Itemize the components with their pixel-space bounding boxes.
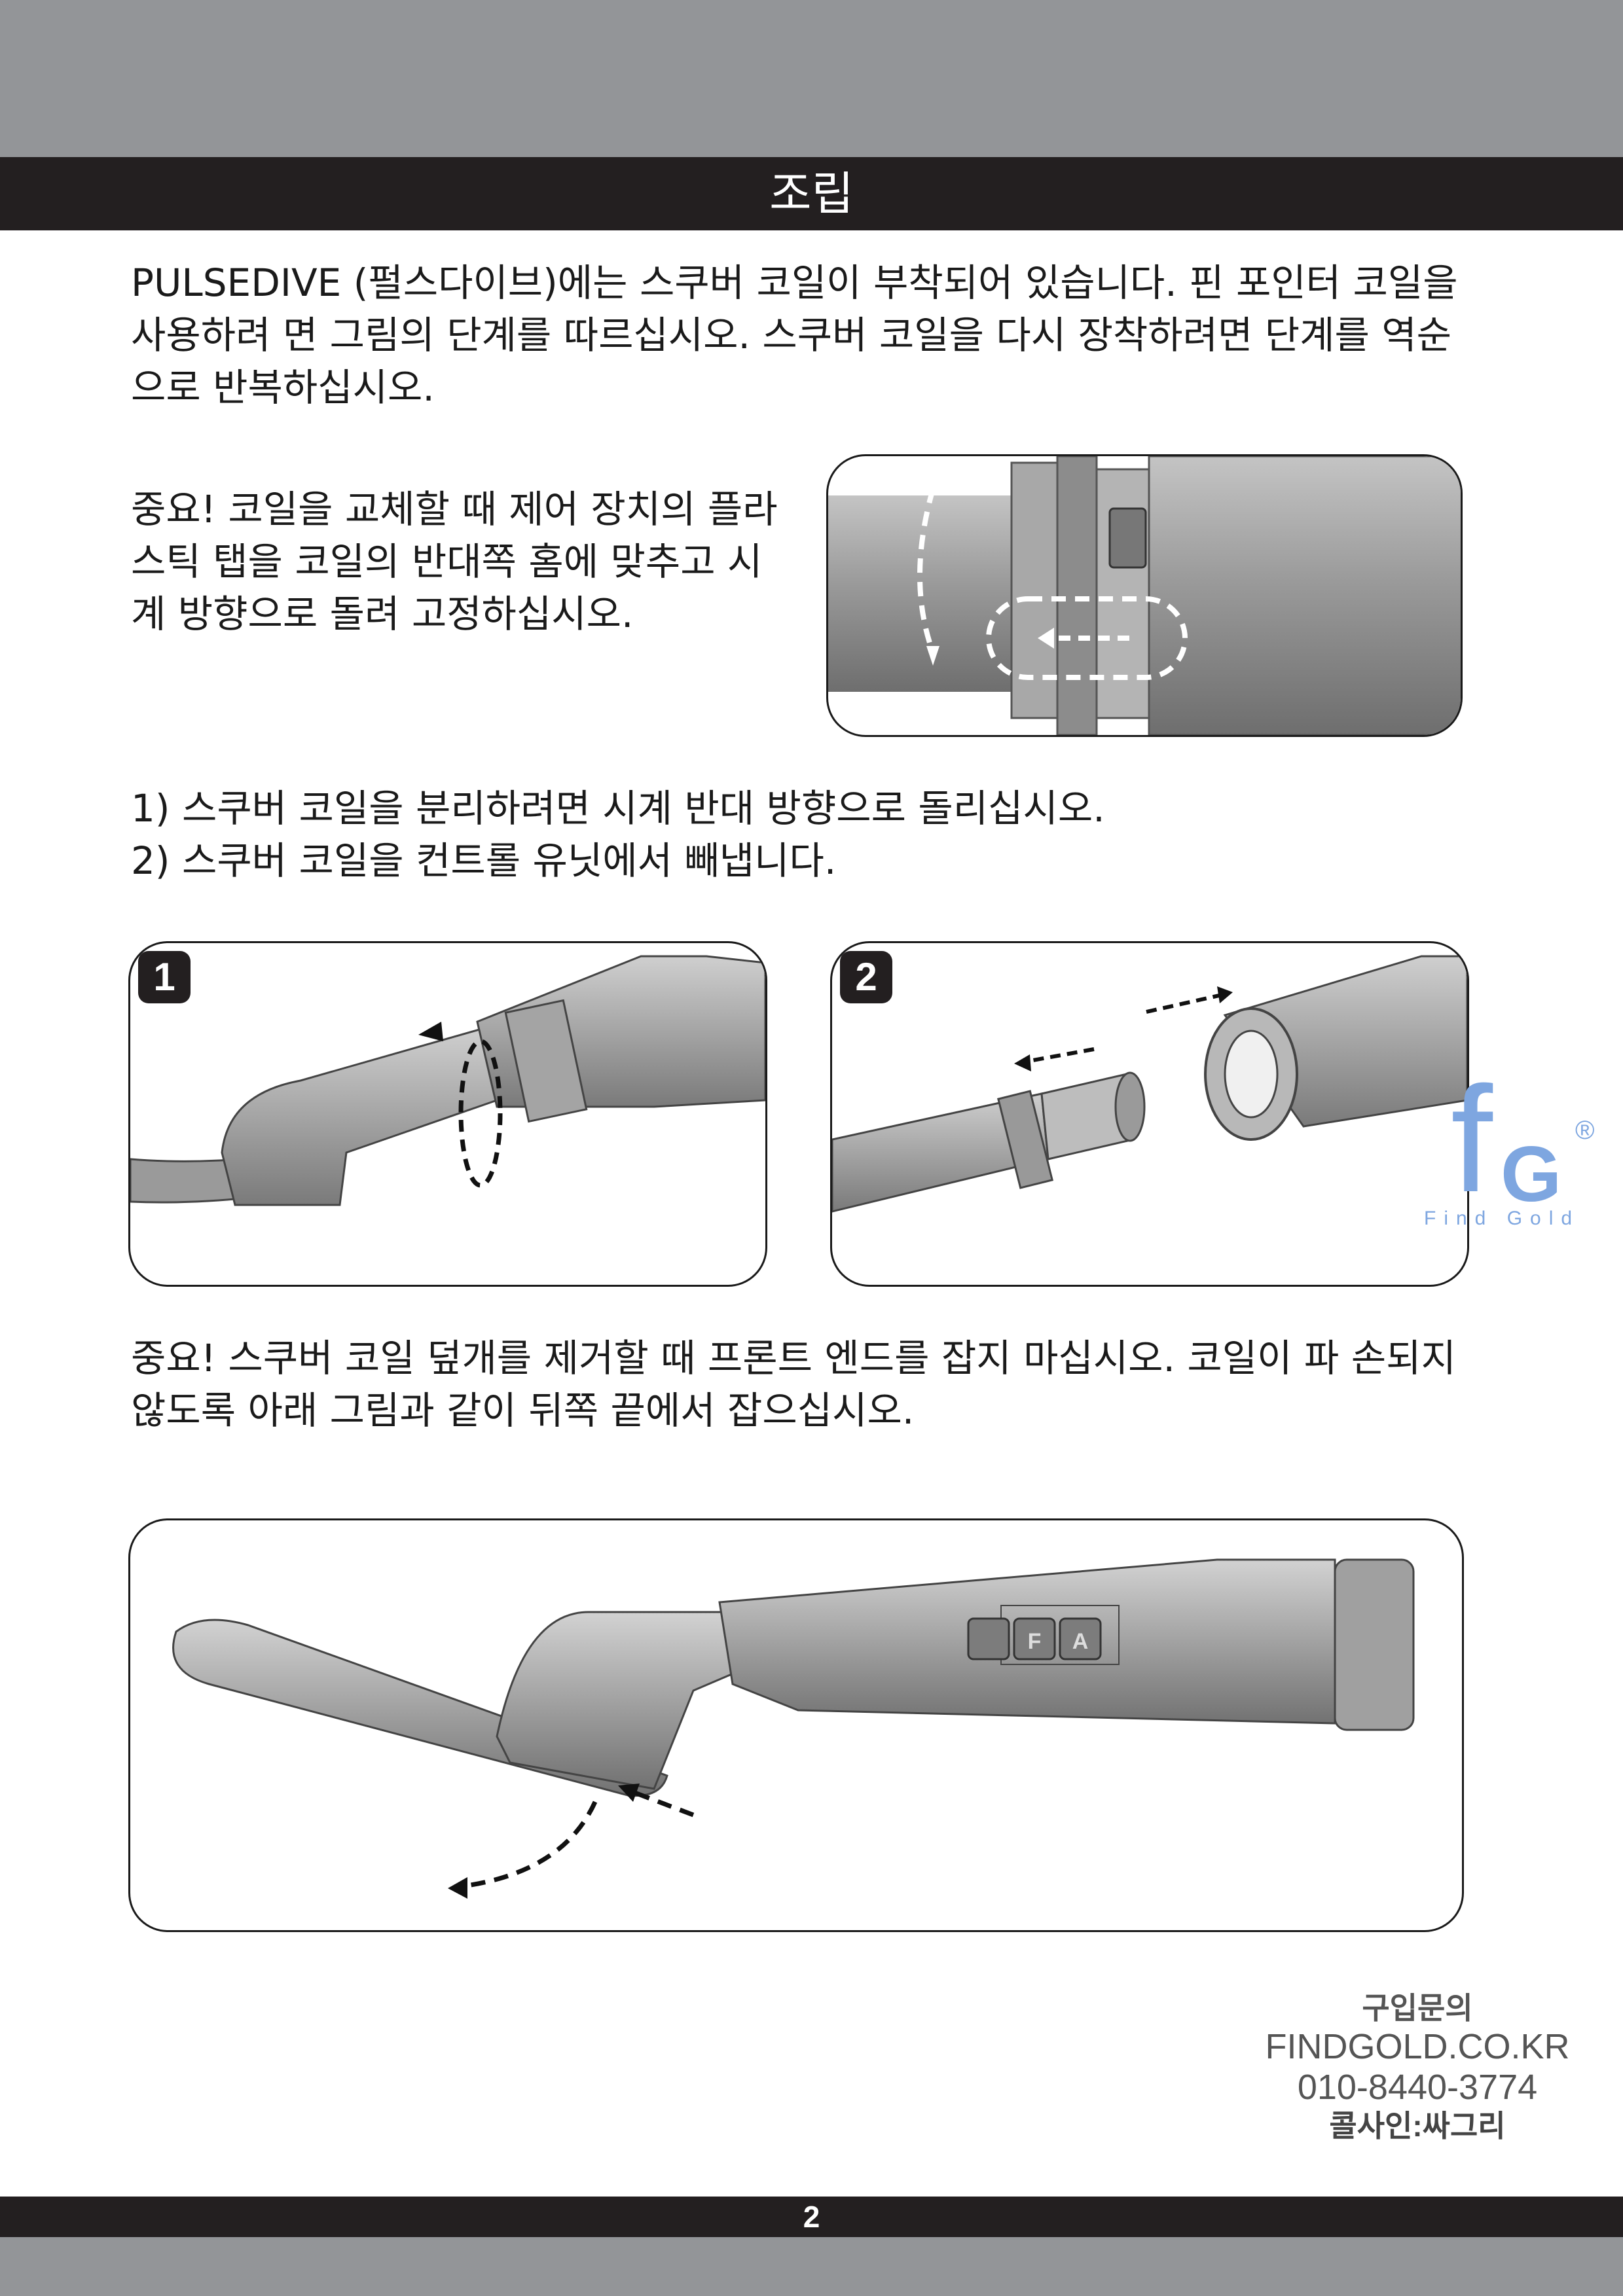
button-f-label: F <box>1028 1629 1042 1654</box>
page-title: 조립 <box>0 157 1623 230</box>
contact-info: 구입문의 FINDGOLD.CO.KR 010-8440-3774 콜사인:싸그… <box>1247 1990 1588 2144</box>
contact-website: FINDGOLD.CO.KR <box>1265 2027 1570 2066</box>
registered-mark: ® <box>1575 1116 1594 1145</box>
page-number: 2 <box>0 2197 1623 2237</box>
logo-letter-g: G <box>1501 1130 1561 1218</box>
find-gold-logo: f G ® <box>1438 1055 1608 1230</box>
illustration-step-2: 2 <box>830 941 1469 1287</box>
logo-caption: Find Gold <box>1424 1208 1580 1229</box>
step-1-text: 1) 스쿠버 코일을 분리하려면 시계 반대 방향으로 돌리십시오. <box>131 786 1105 831</box>
button-a-label: A <box>1072 1629 1089 1654</box>
illustration-tab-alignment <box>826 454 1463 737</box>
footer-gray-band <box>0 2237 1623 2296</box>
header-gray-band <box>0 0 1623 157</box>
contact-phone: 010-8440-3774 <box>1297 2068 1538 2107</box>
logo-letter-f: f <box>1451 1067 1493 1223</box>
illustration-step-1: 1 <box>128 941 767 1287</box>
contact-heading: 구입문의 <box>1362 1991 1473 2025</box>
contact-callsign: 콜사인:싸그리 <box>1329 2109 1506 2143</box>
step-2-badge: 2 <box>840 951 892 1003</box>
intro-paragraph: PULSEDIVE (펄스다이브)에는 스쿠버 코일이 부착되어 있습니다. 핀… <box>131 260 1458 410</box>
steps-list: 1) 스쿠버 코일을 분리하려면 시계 반대 방향으로 돌리십시오. 2) 스쿠… <box>131 782 1440 887</box>
illustration-hold-rear-end: F A <box>128 1518 1464 1932</box>
step-2-text: 2) 스쿠버 코일을 컨트롤 유닛에서 빼냅니다. <box>131 838 837 883</box>
important-notice-cover-removal: 중요! 스쿠버 코일 덮개를 제거할 때 프론트 엔드를 잡지 마십시오. 코일… <box>131 1336 1456 1433</box>
important-notice-coil-replacement: 중요! 코일을 교체할 때 제어 장치의 플라스틱 탭을 코일의 반대쪽 홈에 … <box>131 487 778 636</box>
step-1-badge: 1 <box>138 951 191 1003</box>
